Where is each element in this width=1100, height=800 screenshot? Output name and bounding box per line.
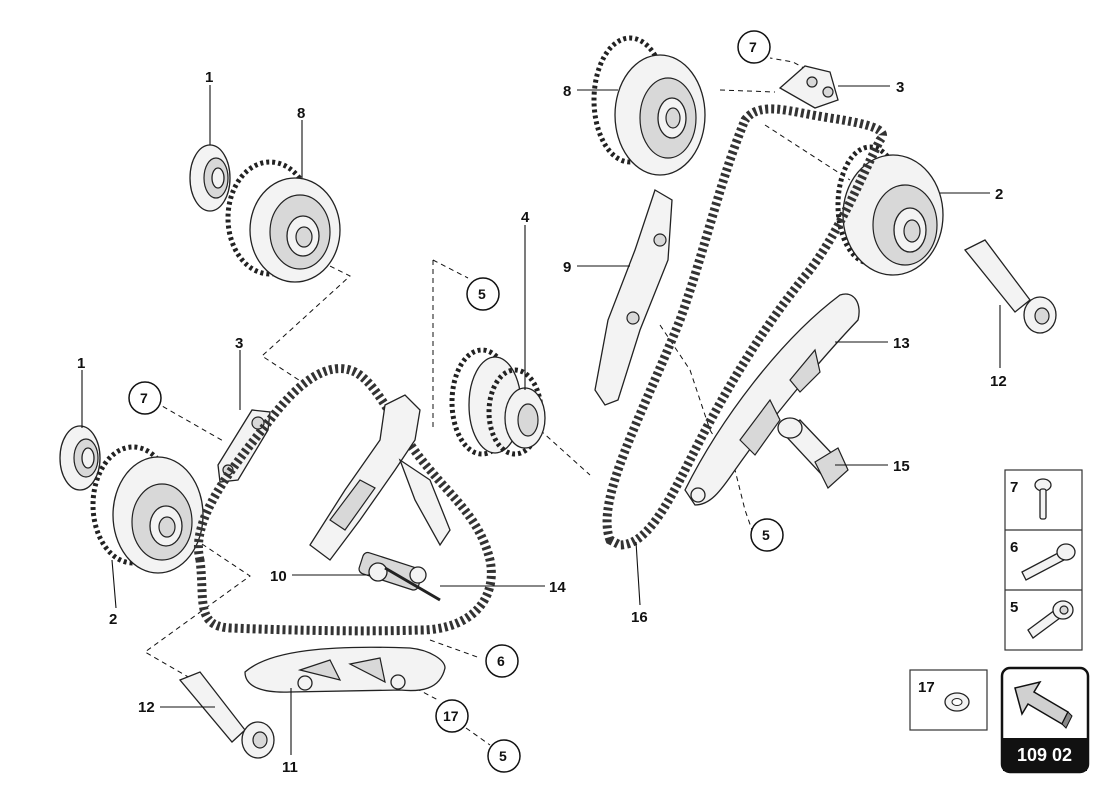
legend-item-5: 5 (1010, 599, 1074, 639)
leader-lines (81, 85, 1001, 755)
bolt-icon (1021, 543, 1076, 581)
label-3-right: 3 (896, 79, 904, 96)
lower-slide-rail (244, 646, 446, 693)
label-9: 9 (563, 259, 571, 276)
right-tensioner-rail (684, 293, 860, 506)
fastener-legend: 7 6 5 17 (909, 469, 1083, 731)
right-lower-camshaft-adjuster (835, 144, 944, 276)
label-15: 15 (893, 458, 910, 475)
circled-label-6: 6 (485, 644, 519, 678)
label-10: 10 (270, 568, 287, 585)
hydraulic-chain-tensioner (777, 417, 849, 489)
svg-text:5: 5 (478, 286, 486, 302)
label-13: 13 (893, 335, 910, 352)
circled-label-7-right: 7 (737, 30, 771, 64)
left-lower-bearing (59, 425, 101, 491)
arrow-icon (1014, 680, 1073, 729)
reference-code: 109 02 (1017, 745, 1072, 765)
circled-label-5-bottom: 5 (487, 739, 521, 773)
callout-labels: 1 8 1 3 2 12 10 11 4 9 8 3 2 12 13 15 14… (77, 69, 1007, 776)
right-bolt (963, 239, 1057, 334)
label-8-left: 8 (297, 105, 305, 122)
label-8-right: 8 (563, 83, 571, 100)
bolt-flange-icon (1027, 600, 1074, 639)
svg-text:5: 5 (499, 748, 507, 764)
washer-icon (944, 692, 970, 712)
label-11: 11 (282, 759, 298, 776)
screw-icon (1034, 478, 1052, 520)
svg-text:7: 7 (749, 39, 757, 55)
svg-text:6: 6 (497, 653, 505, 669)
label-14: 14 (549, 579, 566, 596)
svg-text:5: 5 (762, 527, 770, 543)
left-timing-chain (194, 364, 496, 636)
svg-text:7: 7 (1010, 479, 1018, 496)
left-upper-bearing (189, 144, 231, 212)
label-4: 4 (521, 209, 530, 226)
left-lower-camshaft-adjuster (90, 444, 204, 574)
label-12-right: 12 (990, 373, 1007, 390)
svg-text:7: 7 (140, 390, 148, 406)
left-chain-guide-bracket (217, 409, 271, 483)
label-3-left: 3 (235, 335, 243, 352)
right-upper-guide-bracket (778, 65, 839, 109)
reference-badge[interactable]: 109 02 (1000, 666, 1090, 774)
label-1-upper: 1 (205, 69, 213, 86)
circled-label-5-right: 5 (750, 518, 784, 552)
central-chain-guide (309, 394, 451, 561)
label-2-left: 2 (109, 611, 117, 628)
svg-text:6: 6 (1010, 539, 1018, 556)
crankshaft-sprocket (449, 347, 546, 457)
legend-item-7: 7 (1010, 478, 1052, 520)
right-chain-guide (594, 189, 673, 406)
label-16: 16 (631, 609, 648, 626)
label-12-left: 12 (138, 699, 155, 716)
legend-item-6: 6 (1010, 539, 1076, 581)
legend-item-17: 17 (918, 679, 935, 696)
svg-text:17: 17 (443, 708, 459, 724)
circled-label-17: 17 (435, 699, 469, 733)
chain-tensioner (358, 551, 441, 602)
right-upper-camshaft-adjuster (591, 35, 706, 176)
label-2-right: 2 (995, 186, 1003, 203)
svg-text:5: 5 (1010, 599, 1018, 616)
circled-label-5-center: 5 (466, 277, 500, 311)
left-upper-camshaft-adjuster (225, 159, 341, 283)
circled-callouts: 5 7 7 5 6 17 5 (128, 30, 784, 773)
label-1-lower: 1 (77, 355, 85, 372)
circled-label-7-left: 7 (128, 381, 162, 415)
